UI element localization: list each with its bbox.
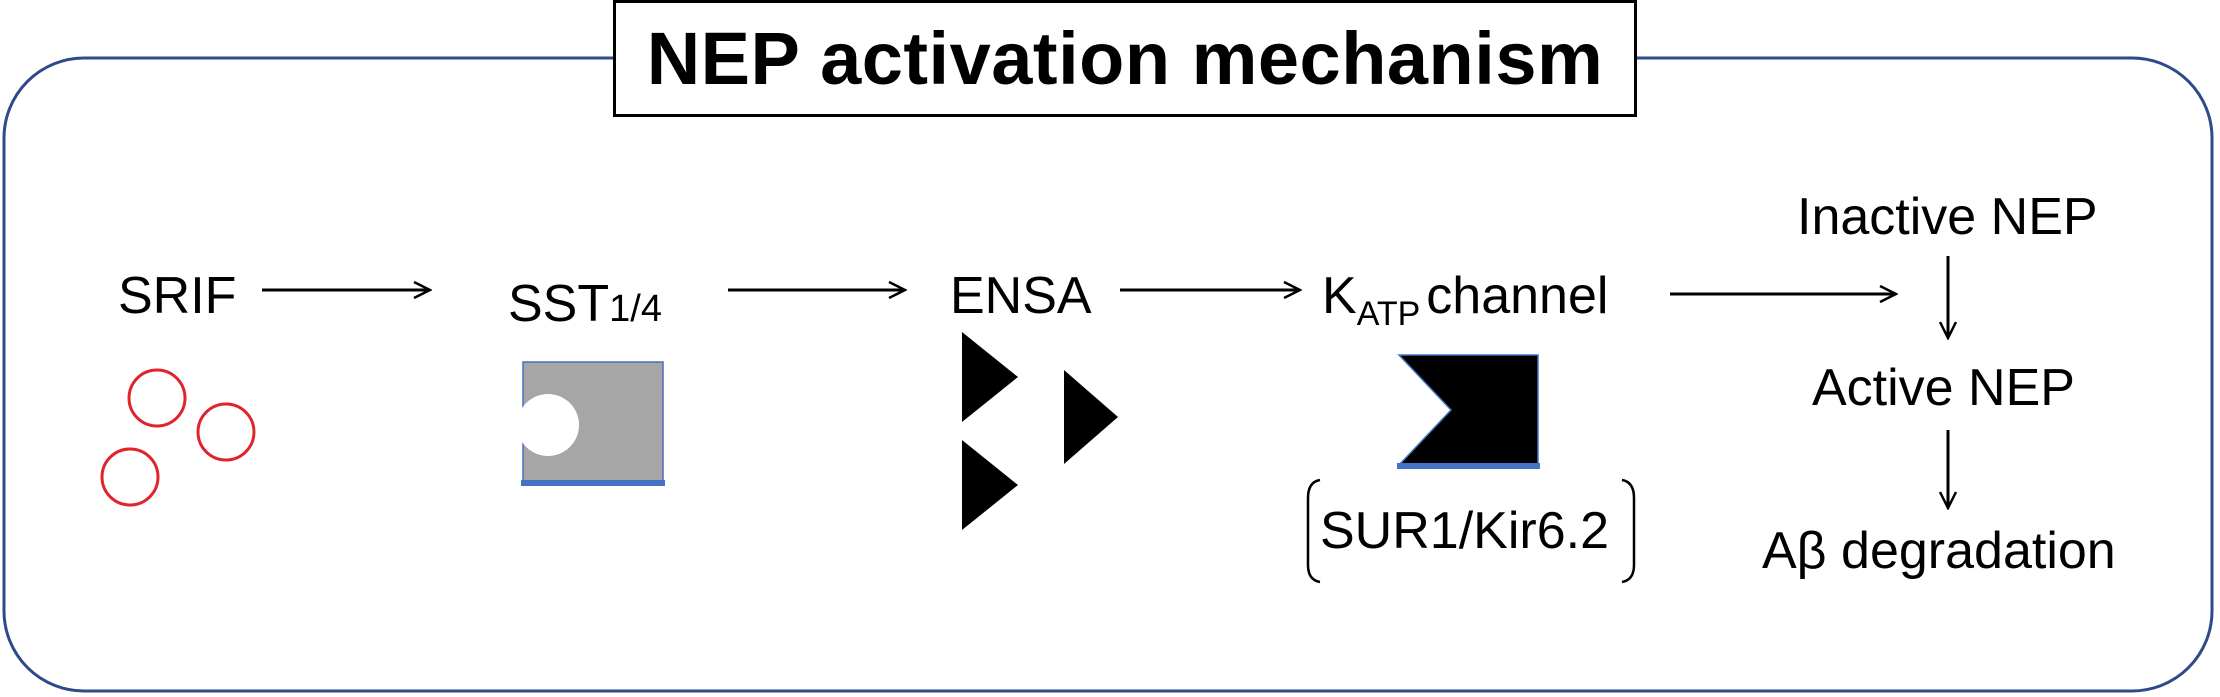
label-active-nep-text: Active NEP [1812,359,2075,417]
label-srif: SRIF [118,270,236,322]
title-box: NEP activation mechanism [613,0,1637,117]
srif-circle-3 [100,447,160,507]
label-ensa-text: ENSA [950,267,1092,325]
bracket-left [1306,478,1321,584]
label-sst: SST1/4 [508,278,662,330]
srif-molecules [100,368,256,507]
label-inactive-nep-text: Inactive NEP [1797,188,2098,246]
ensa-molecules [962,332,1118,530]
label-sst-sub: 1/4 [609,288,662,330]
sst-receptor-icon [517,361,665,486]
label-inactive-nep: Inactive NEP [1797,191,2098,243]
diagram-title: NEP activation mechanism [646,17,1604,100]
label-katp-sub: ATP [1356,295,1421,333]
label-katp-subunits-text: SUR1/Kir6.2 [1320,502,1609,560]
label-sst-text: SST [508,275,610,333]
label-katp-rest: channel [1426,267,1609,325]
label-katp-subunits: SUR1/Kir6.2 [1320,505,1609,557]
label-abeta-degradation: Aβ degradation [1762,525,2116,577]
ensa-triangle-1 [962,332,1018,422]
label-ensa: ENSA [950,270,1092,322]
srif-circle-2 [196,402,256,462]
ensa-triangle-2 [1064,370,1118,464]
label-active-nep: Active NEP [1812,362,2075,414]
katp-channel-icon [1397,354,1540,469]
label-katp-main: K [1322,267,1357,325]
ensa-triangle-3 [962,440,1018,530]
label-abeta-degradation-text: Aβ degradation [1762,522,2116,580]
srif-circle-1 [127,368,187,428]
bracket-right [1621,478,1636,584]
label-srif-text: SRIF [118,267,237,325]
